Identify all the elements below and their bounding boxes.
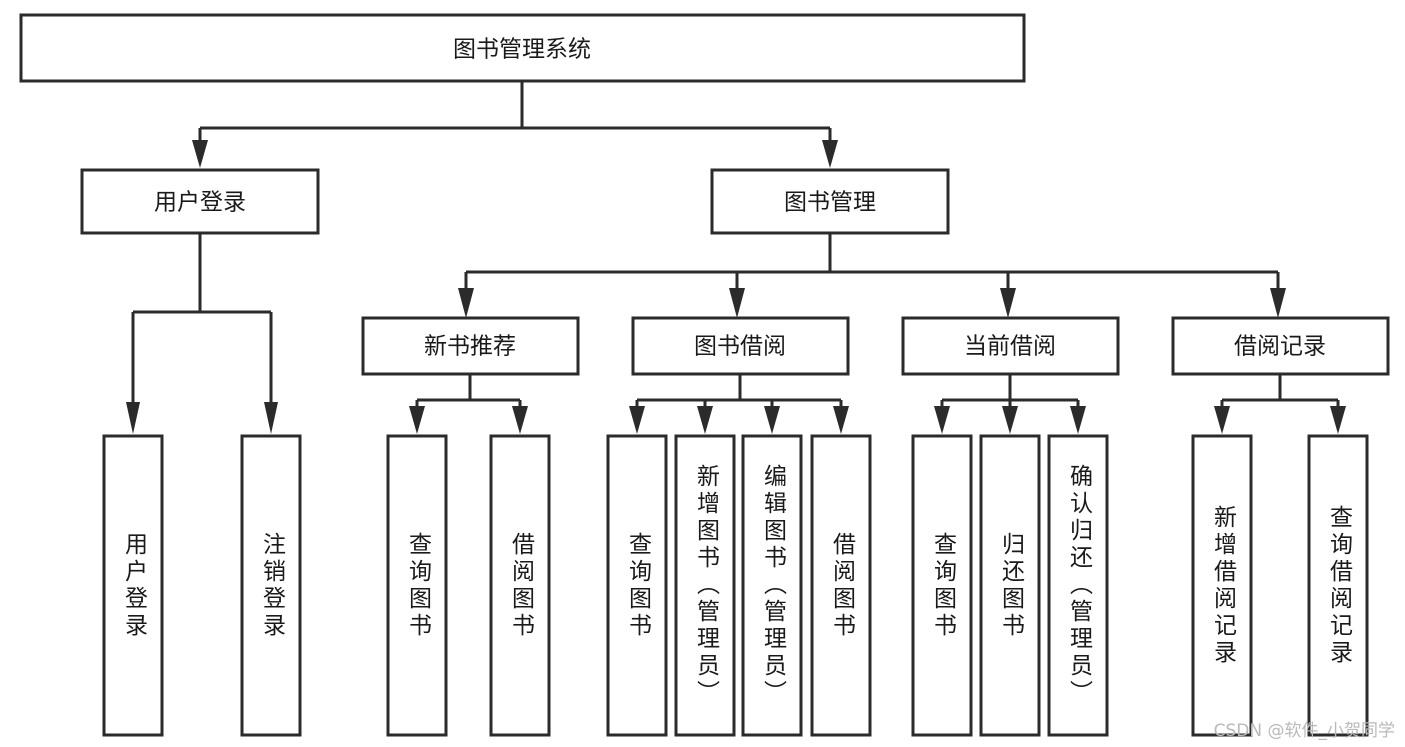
node-book-manage-label: 图书管理 [784, 190, 876, 216]
arrow-head-book-manage [822, 140, 838, 168]
node-new-book-recommend[interactable]: 新书推荐 [361, 316, 580, 376]
leaf-box-query-record[interactable] [1307, 434, 1369, 737]
node-new-book-recommend-box [361, 316, 580, 376]
leaf-box-confirm-return[interactable] [1047, 434, 1109, 737]
node-book-borrow-label: 图书借阅 [694, 334, 786, 360]
arrow-head-leaf-query-book-2 [629, 406, 645, 434]
arrow-head-leaf-query-record [1330, 406, 1346, 434]
node-book-borrow[interactable]: 图书借阅 [631, 316, 850, 376]
node-borrow-record-box [1171, 316, 1390, 376]
arrow-head-leaf-query-book-3 [934, 406, 950, 434]
arrow-head-borrow-record [1270, 288, 1286, 318]
node-current-borrow-box [901, 316, 1120, 376]
node-new-book-recommend-label: 新书推荐 [424, 334, 516, 360]
arrow-head-leaf-logout-login [264, 402, 278, 434]
node-current-borrow-label: 当前借阅 [964, 334, 1056, 360]
node-user-login-label: 用户登录 [154, 190, 246, 216]
node-borrow-record-label: 借阅记录 [1234, 334, 1326, 360]
leaf-box-add-record[interactable] [1191, 434, 1253, 737]
arrow-head-leaf-confirm-return [1070, 406, 1086, 434]
node-root-label: 图书管理系统 [453, 37, 591, 63]
arrow-head-leaf-borrow-book-2 [833, 406, 849, 434]
leaf-box-query-book-3[interactable] [911, 434, 973, 737]
node-current-borrow[interactable]: 当前借阅 [901, 316, 1120, 376]
leaf-box-edit-book[interactable] [741, 434, 803, 737]
arrow-head-leaf-add-record [1214, 406, 1230, 434]
node-borrow-record[interactable]: 借阅记录 [1171, 316, 1390, 376]
node-user-login[interactable]: 用户登录 [80, 168, 320, 235]
arrow-head-leaf-return-book [1002, 406, 1018, 434]
leaf-box-borrow-book-1[interactable] [489, 434, 551, 737]
connector-group [126, 82, 1346, 434]
leaf-box-group [102, 434, 1369, 737]
node-root[interactable]: 图书管理系统 [19, 13, 1026, 83]
arrow-head-leaf-edit-book [764, 406, 780, 434]
arrow-head-new-book-recommend [458, 288, 474, 318]
node-book-borrow-box [631, 316, 850, 376]
arrow-head-leaf-user-login [126, 402, 140, 434]
leaf-box-user-login[interactable] [102, 434, 164, 737]
leaf-box-add-book[interactable] [674, 434, 736, 737]
leaf-box-borrow-book-2[interactable] [810, 434, 872, 737]
arrow-head-current-borrow [1000, 288, 1016, 318]
node-book-manage[interactable]: 图书管理 [710, 168, 950, 235]
arrow-head-book-borrow [729, 288, 745, 318]
node-user-login-box [80, 168, 320, 235]
arrow-head-leaf-query-book-1 [409, 406, 425, 434]
arrow-head-user-login [192, 140, 208, 168]
leaf-box-logout-login[interactable] [240, 434, 302, 737]
csdn-watermark: CSDN @软件_小贺同学 [1213, 721, 1395, 741]
leaf-box-return-book[interactable] [979, 434, 1041, 737]
arrow-head-leaf-add-book [697, 406, 713, 434]
arrow-head-leaf-borrow-book-1 [512, 406, 528, 434]
node-root-box [19, 13, 1026, 83]
node-book-manage-box [710, 168, 950, 235]
leaf-box-query-book-1[interactable] [386, 434, 448, 737]
leaf-box-query-book-2[interactable] [606, 434, 668, 737]
